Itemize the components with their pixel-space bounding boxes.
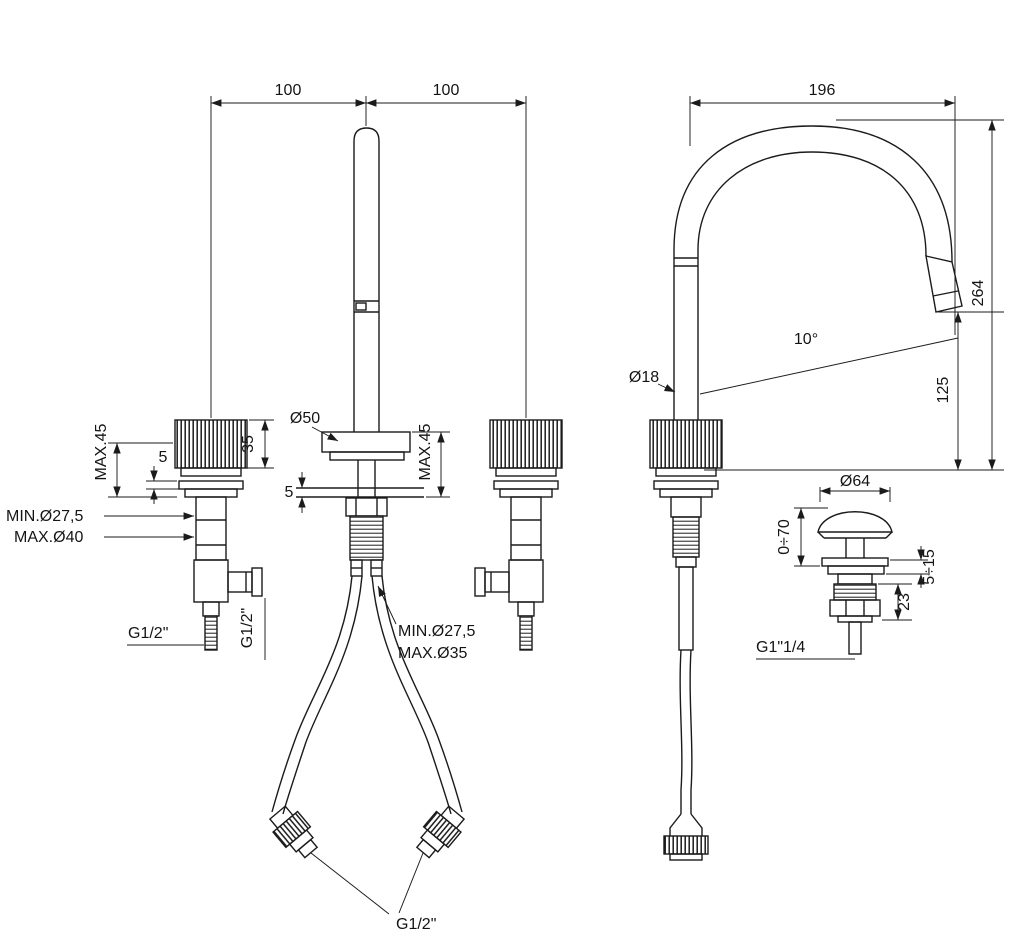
right-valve-flange-lower [499, 488, 553, 498]
right-valve-knurled-handle [489, 419, 563, 469]
drain-flange-lower [827, 565, 885, 575]
spout-threaded-shank [349, 515, 384, 561]
spout-tube [353, 127, 380, 432]
gooseneck-inner [697, 151, 927, 420]
gooseneck-flange-lower [659, 488, 713, 498]
gooseneck-body [670, 496, 702, 518]
center-spout [268, 127, 466, 859]
label-drain-cap-dia: Ø64 [840, 473, 870, 490]
spout-base-flange [321, 431, 411, 453]
left-valve-flange-upper [178, 480, 244, 490]
label-hole-min-left: MIN.Ø27,5 [6, 508, 83, 525]
dim-angle: 10° [794, 331, 818, 348]
gooseneck-hose-right [689, 649, 693, 814]
right-valve-tail-thread [519, 615, 533, 651]
drain-threaded-body [833, 583, 877, 601]
label-max45-center: MAX.45 [417, 423, 434, 480]
gooseneck-outlet-tip [925, 255, 963, 313]
right-valve-outlet-end [474, 567, 486, 597]
label-drain-thread: G1"1/4 [756, 639, 805, 656]
mounting-nut [345, 497, 388, 517]
label-hole-max-center: MAX.Ø35 [398, 645, 467, 662]
angle-reference-line [699, 337, 959, 395]
gooseneck-outer [673, 125, 953, 420]
right-valve [474, 419, 563, 651]
dim-spacing-right: 100 [433, 82, 460, 99]
gooseneck-hose-nut [663, 835, 709, 855]
left-valve [174, 419, 263, 651]
label-thread-outlet-left: G1/2" [239, 608, 256, 648]
dim-gap5-left: 5 [159, 449, 168, 466]
aerator-window [355, 302, 367, 311]
gooseneck-knurled-nut [649, 419, 723, 469]
left-valve-tail-thread [204, 615, 218, 651]
dim-reach: 196 [809, 82, 836, 99]
spout-base-plate [329, 451, 405, 461]
drain-cap-dome [817, 511, 893, 533]
left-valve-outlet-end [251, 567, 263, 597]
label-hole-max-left: MAX.Ø40 [14, 529, 83, 546]
dim-gap5-center: 5 [285, 484, 294, 501]
gooseneck-hose-flare-left [669, 813, 682, 836]
label-thread-inlet-left: G1/2" [128, 625, 168, 642]
left-valve-body [195, 496, 227, 561]
left-valve-outlet [227, 571, 253, 593]
label-max45-left: MAX.45 [93, 423, 110, 480]
left-valve-block [193, 559, 229, 603]
hose-left-inner [282, 575, 363, 815]
right-valve-flange-upper [493, 480, 559, 490]
drain-tail [848, 621, 862, 655]
tube-dia-leader [657, 383, 676, 393]
hose-right-fitting [415, 805, 466, 859]
dim-tube-diameter: Ø18 [629, 369, 659, 386]
hose-right-outer [381, 575, 463, 813]
label-drain-travel: 0÷70 [776, 519, 793, 555]
left-valve-flange-lower [184, 488, 238, 498]
left-valve-skirt [180, 467, 242, 477]
gooseneck-hose-nut-base [669, 853, 703, 861]
hose-left-outer [271, 575, 353, 813]
right-valve-block [508, 559, 544, 603]
gooseneck-tailpipe [678, 566, 694, 651]
right-valve-skirt [495, 467, 557, 477]
gooseneck-collar [675, 556, 697, 568]
drain-lock-nut [829, 599, 881, 617]
right-valve-outlet [484, 571, 510, 593]
pop-up-drain [817, 511, 893, 655]
label-spout-base-dia: Ø50 [290, 410, 320, 427]
dim-spacing-left: 100 [275, 82, 302, 99]
gooseneck-hose-flare-right [690, 813, 703, 836]
gooseneck-threaded-shank [672, 516, 700, 558]
label-drain-range: 5÷15 [921, 549, 938, 585]
label-hose-thread: G1/2" [396, 916, 436, 933]
dim-handle-height-35: 35 [240, 435, 257, 453]
gooseneck-spout [649, 125, 963, 861]
right-valve-tail [517, 601, 535, 617]
drain-neck [837, 573, 873, 585]
left-valve-tail [202, 601, 220, 617]
hose-right-inner [371, 575, 452, 815]
label-hole-min-center: MIN.Ø27,5 [398, 623, 475, 640]
dim-outlet-height: 125 [935, 377, 952, 404]
drain-flange-upper [821, 557, 889, 567]
gooseneck-skirt [655, 467, 717, 477]
dim-height-total: 264 [970, 280, 987, 307]
hose-left-fitting [268, 805, 319, 859]
left-valve-knurled-handle [174, 419, 248, 469]
right-valve-body [510, 496, 542, 561]
drain-washer [837, 615, 873, 623]
gooseneck-hose-left [679, 649, 683, 814]
gooseneck-flange-upper [653, 480, 719, 490]
label-drain-body: 23 [896, 593, 913, 611]
